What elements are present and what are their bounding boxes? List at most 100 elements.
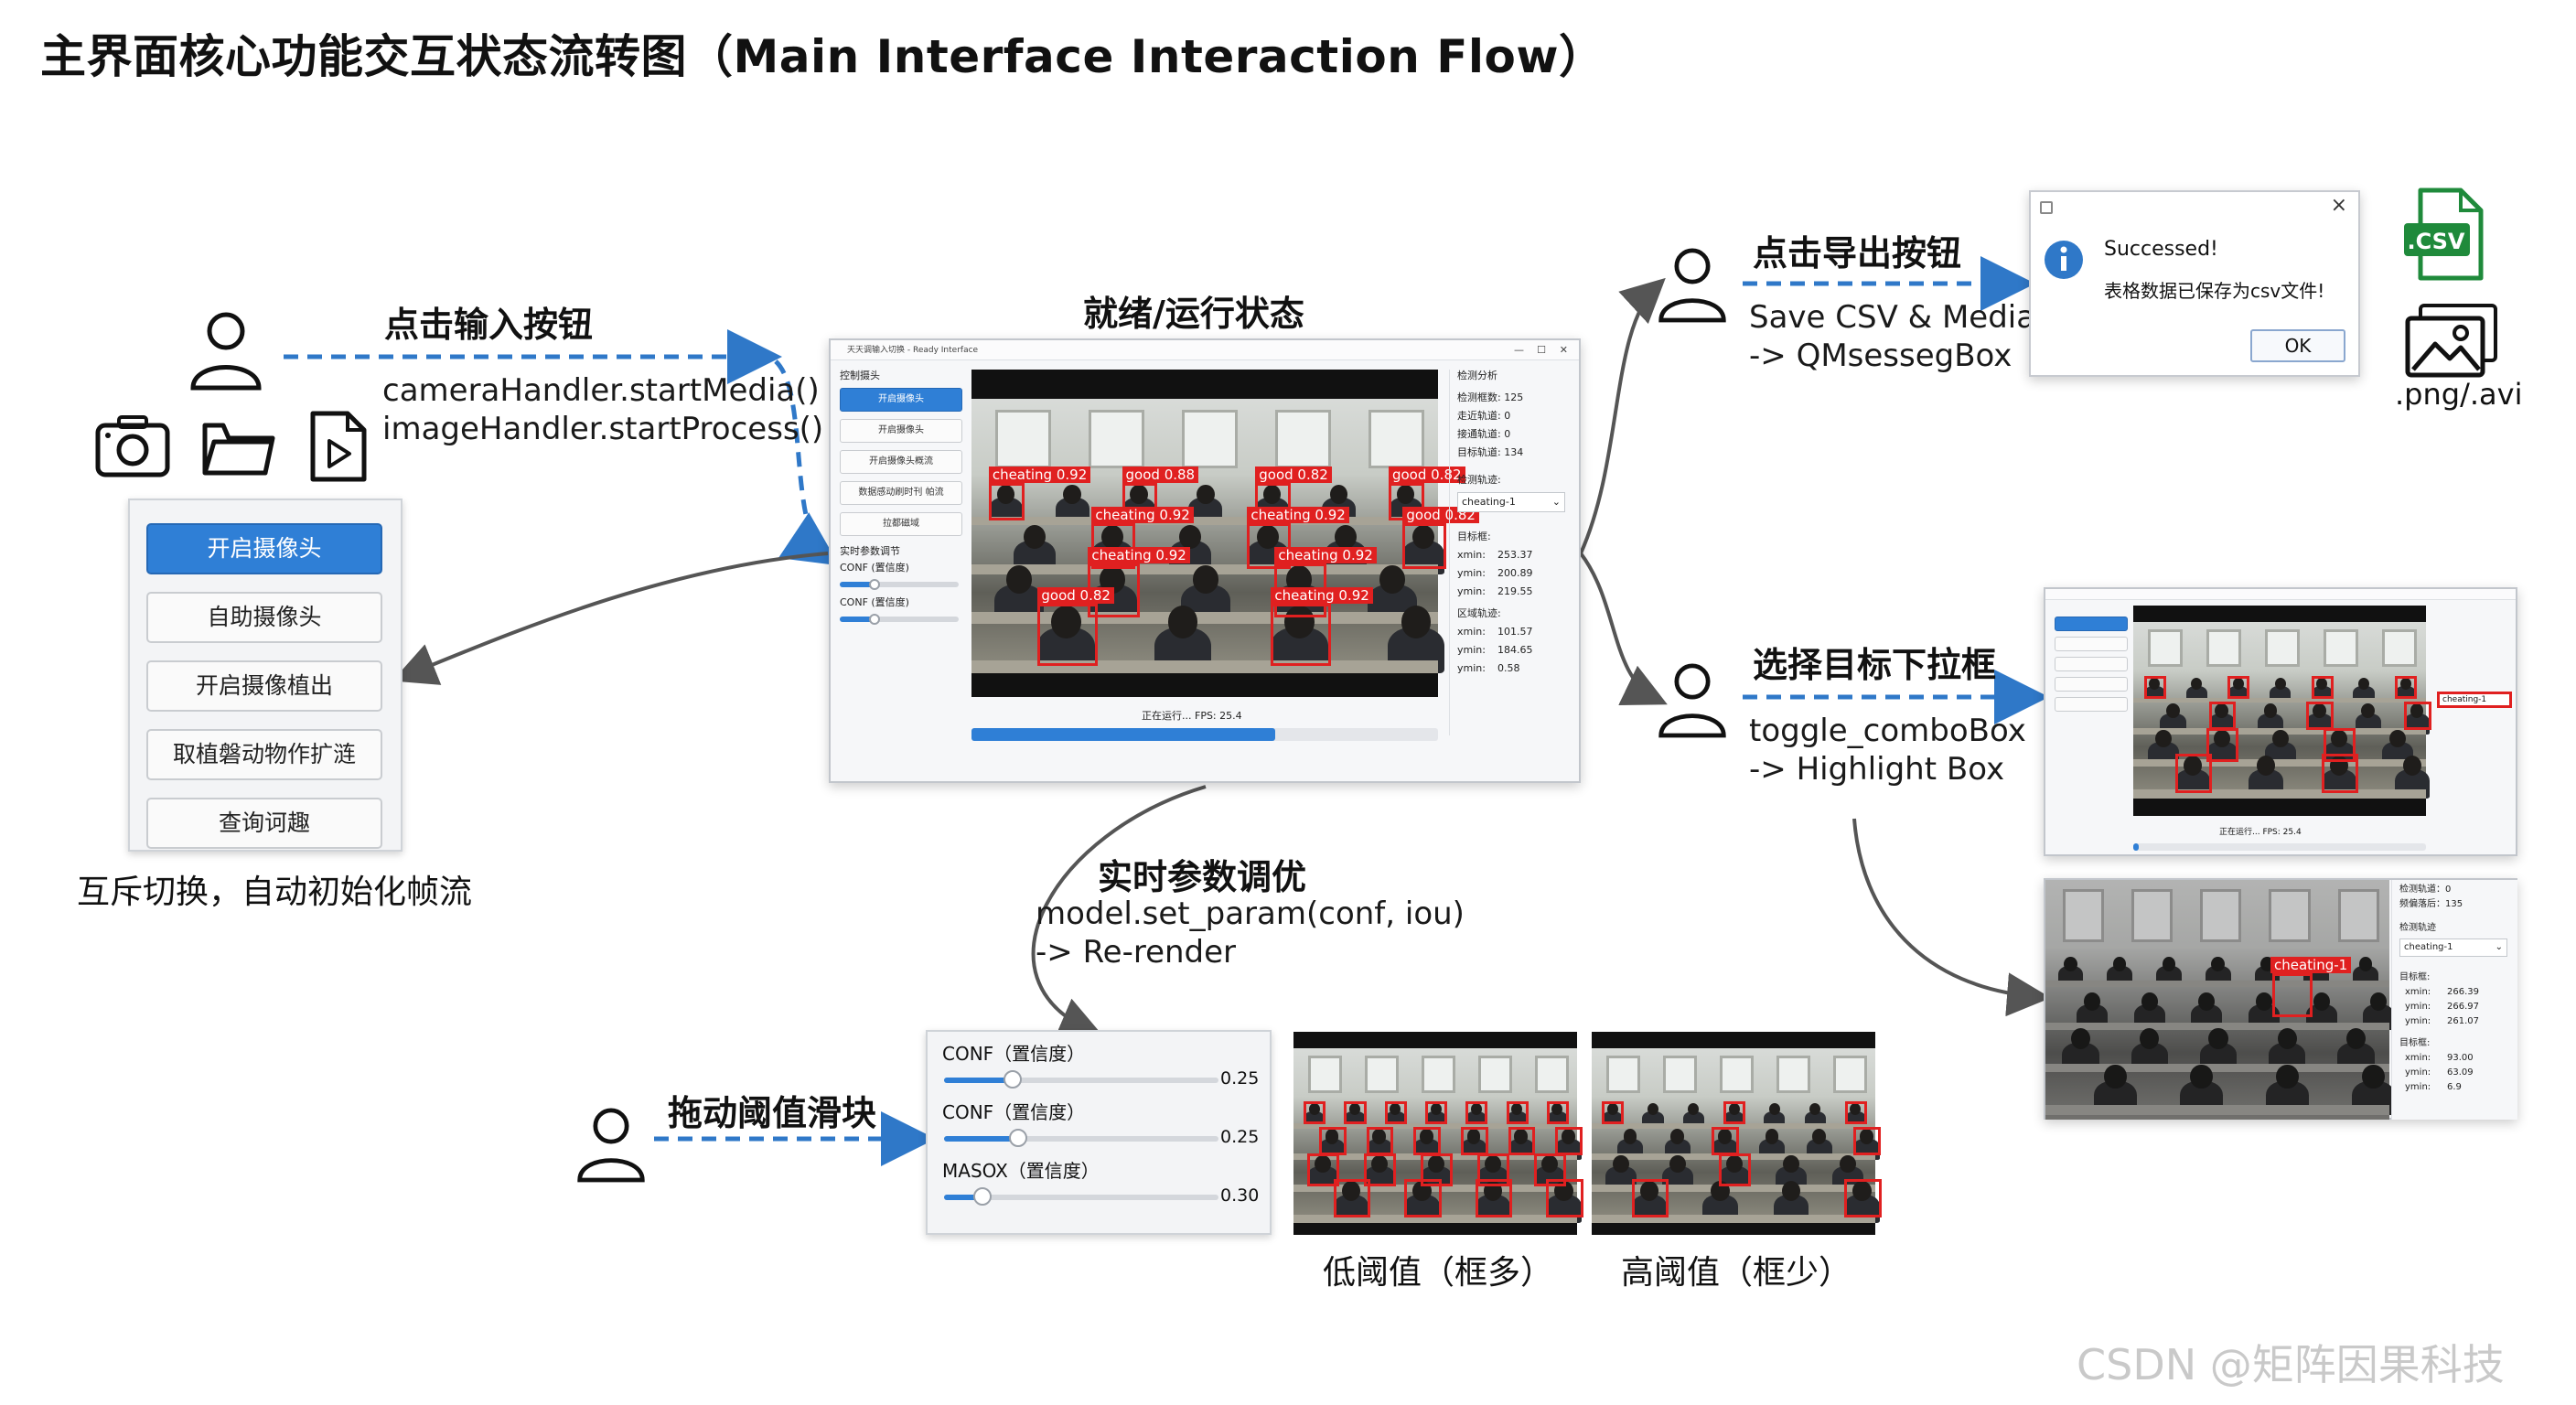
detection-box [2403,702,2431,731]
camera-icon[interactable] [95,414,170,478]
mini-video-scene [2133,622,2431,799]
scene-window [2324,628,2359,668]
source-button-3[interactable]: 取植磐动物作扩涟 [146,729,382,780]
left-button-4[interactable]: 拉都磁域 [840,512,962,536]
param-section-title: 实时参数调节 [840,545,900,557]
input-code-line1: cameraHandler.startMedia() [382,372,820,409]
slider-label-2: MASOX（置信度） [942,1160,1100,1182]
scene-student-head [2155,729,2172,747]
detection-box [1366,1127,1394,1156]
scene-window [2337,889,2379,943]
scene-student-head [1315,1154,1331,1173]
scene-student-head [1606,1103,1618,1116]
scene-student-head [2276,1064,2299,1089]
detection-box [2311,675,2334,700]
scene-student-head [1179,525,1201,550]
image-file-icon [2405,304,2497,378]
dialog-ok-button[interactable]: OK [2250,329,2345,362]
slider-2[interactable] [944,1187,1218,1206]
detection-box [2227,675,2250,700]
detection-box [1602,1101,1625,1125]
stat-1: 走近轨道: 0 [1457,410,1511,422]
low-threshold-scene [1293,1048,1583,1223]
scene-student-head [1130,485,1148,505]
mini-target-select-highlight[interactable]: cheating-1 [2437,692,2512,708]
scene-student-head [2165,703,2180,719]
left-button-3[interactable]: 数据感动刷时刊 帕流 [840,481,962,505]
scene-student-head [1840,1154,1856,1173]
slider-value-0: 0.25 [1220,1068,1260,1089]
info-icon [2045,241,2083,279]
coord-val-1: 200.89 [1497,567,1533,579]
scene-student-head [1101,525,1123,550]
detection-label: cheating 0.92 [1274,547,1377,564]
mini-left-button-4[interactable] [2055,697,2128,712]
source-button-0[interactable]: 开启摄像头 [146,523,382,574]
run-state-label: 就绪/运行状态 [1083,294,1304,334]
conf2-slider[interactable] [840,614,959,625]
export-step-label: 点击导出按钮 [1753,233,1962,273]
mini-left-button-0[interactable] [2055,617,2128,631]
scene-student-head [2361,703,2376,719]
scene-student-head [1852,1180,1872,1201]
scene-desk [2133,697,2426,703]
select-code-line2: -> Highlight Box [1749,751,2005,788]
coord2-val-1: 184.65 [1497,644,1533,656]
close-icon[interactable]: ✕ [1559,344,1568,356]
source-button-1[interactable]: 自助摄像头 [146,592,382,643]
left-button-2[interactable]: 开启摄像头概流 [840,450,962,474]
arrow-select-to-result [1852,818,2051,1017]
left-button-0[interactable]: 开启摄像头 [840,388,962,412]
scene-desk [1293,1184,1577,1192]
result-target-select[interactable]: cheating-1 ⌄ [2399,938,2507,957]
detection-box [1723,1101,1746,1125]
scene-window [2265,628,2301,668]
video-file-icon[interactable] [309,410,368,483]
scene-desk [2133,789,2426,799]
slider-knob-1[interactable] [1009,1129,1027,1147]
maximize-icon[interactable]: ☐ [1537,344,1546,356]
scene-student-head [1390,1103,1401,1116]
scene-student-head [1466,1129,1481,1144]
user-icon-input [190,312,262,391]
mini-left-button-2[interactable] [2055,657,2128,671]
detection-label: cheating 0.92 [1271,587,1373,605]
user-icon-select [1658,663,1726,738]
dialog-close-icon[interactable]: × [2330,194,2347,217]
scene-student-head [2149,677,2161,690]
slider-knob-2[interactable] [973,1187,992,1206]
chevron-down-icon: ⌄ [1551,496,1561,508]
dialog-message: 表格数据已保存为csv文件! [2104,280,2325,302]
folder-icon[interactable] [201,414,276,478]
slider-0[interactable] [944,1070,1218,1089]
scene-student-head [1639,1180,1659,1201]
source-button-4[interactable]: 查询诃趣 [146,798,382,849]
arrow-window-to-export [1579,277,1666,554]
mini-left-button-1[interactable] [2055,637,2128,651]
result-coord2-val-2: 6.9 [2447,1082,2462,1092]
scene-student-head [2274,677,2286,690]
csv-badge: .CSV [2407,229,2465,254]
detection-label: cheating 0.92 [988,467,1091,484]
scene-window [1719,1055,1754,1093]
scene-student-head [1024,525,1046,550]
coord2-val-2: 0.58 [1497,662,1520,674]
scene-student-head [1812,1129,1827,1144]
threshold-panel: CONF（置信度） 0.25 CONF（置信度） 0.25 MASOX（置信度）… [926,1030,1272,1235]
slider-knob-0[interactable] [1004,1070,1022,1089]
slider-1[interactable] [944,1129,1218,1147]
conf1-slider[interactable] [840,579,959,590]
target-select[interactable]: cheating-1 ⌄ [1457,492,1565,512]
scene-student-head [2256,756,2276,777]
mini-progress-fill [2133,843,2139,851]
left-button-1[interactable]: 开启摄像头 [840,419,962,443]
scene-student-head [2260,956,2274,971]
mini-left-button-3[interactable] [2055,677,2128,692]
source-button-2[interactable]: 开启摄像植出 [146,660,382,712]
detection-box [1307,1153,1340,1187]
detection-box [1421,1153,1454,1187]
detection-label: good 0.82 [1388,467,1465,484]
coord-section-title: 目标框: [1457,531,1491,542]
minimize-icon[interactable]: — [1514,344,1524,356]
coord2-key-2: ymin: [1457,662,1486,674]
